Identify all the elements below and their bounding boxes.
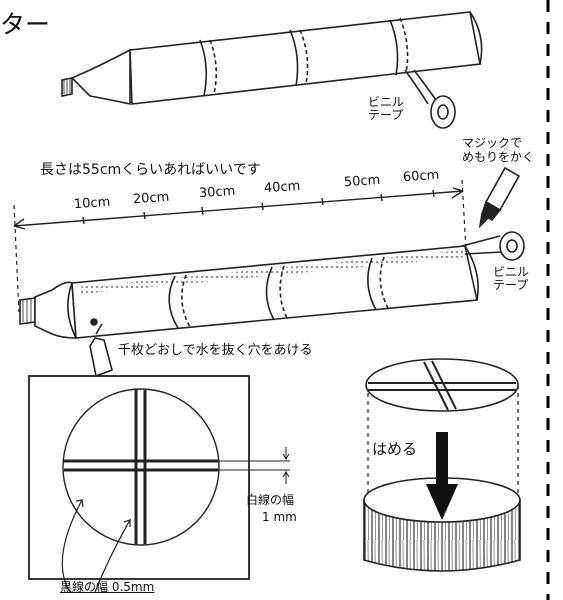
white-line-label: 白線の幅	[246, 493, 295, 507]
length-guide	[13, 179, 467, 313]
middle-bottle	[19, 245, 479, 339]
top-tape-label: ビニル テープ	[368, 95, 405, 122]
ruler-tick-marks	[82, 189, 435, 225]
ruler-tick-label: 50cm	[343, 172, 381, 191]
middle-tape-roll-icon	[461, 231, 525, 261]
middle-tape-label: ビニル テープ	[493, 265, 530, 292]
ruler-tick-label: 30cm	[198, 183, 236, 202]
ruler-tick-label: 10cm	[73, 194, 111, 213]
length-note: 長さは55cmくらいあればいいです	[40, 162, 261, 178]
reticle-diagram	[28, 375, 290, 593]
fit-label: はめる	[372, 440, 418, 458]
awl-tool-icon	[89, 318, 113, 378]
ruler-tick-label: 20cm	[132, 189, 170, 208]
ruler-tick-label: 60cm	[402, 167, 440, 186]
ruler-tick-label: 40cm	[263, 178, 301, 197]
white-line-value: 1 mm	[262, 510, 297, 524]
title-fragment: ター	[0, 10, 51, 39]
top-bottle	[61, 11, 483, 105]
top-tape-roll-icon	[404, 69, 456, 129]
hole-note: 千枚どおしで水を抜く穴をあける	[118, 343, 313, 358]
down-arrow-icon	[426, 432, 458, 520]
black-line-label: 黒線の幅 0.5mm	[60, 580, 155, 594]
marker-label: マジックで めもりをかく	[462, 136, 535, 164]
marker-pen-icon	[478, 166, 521, 229]
